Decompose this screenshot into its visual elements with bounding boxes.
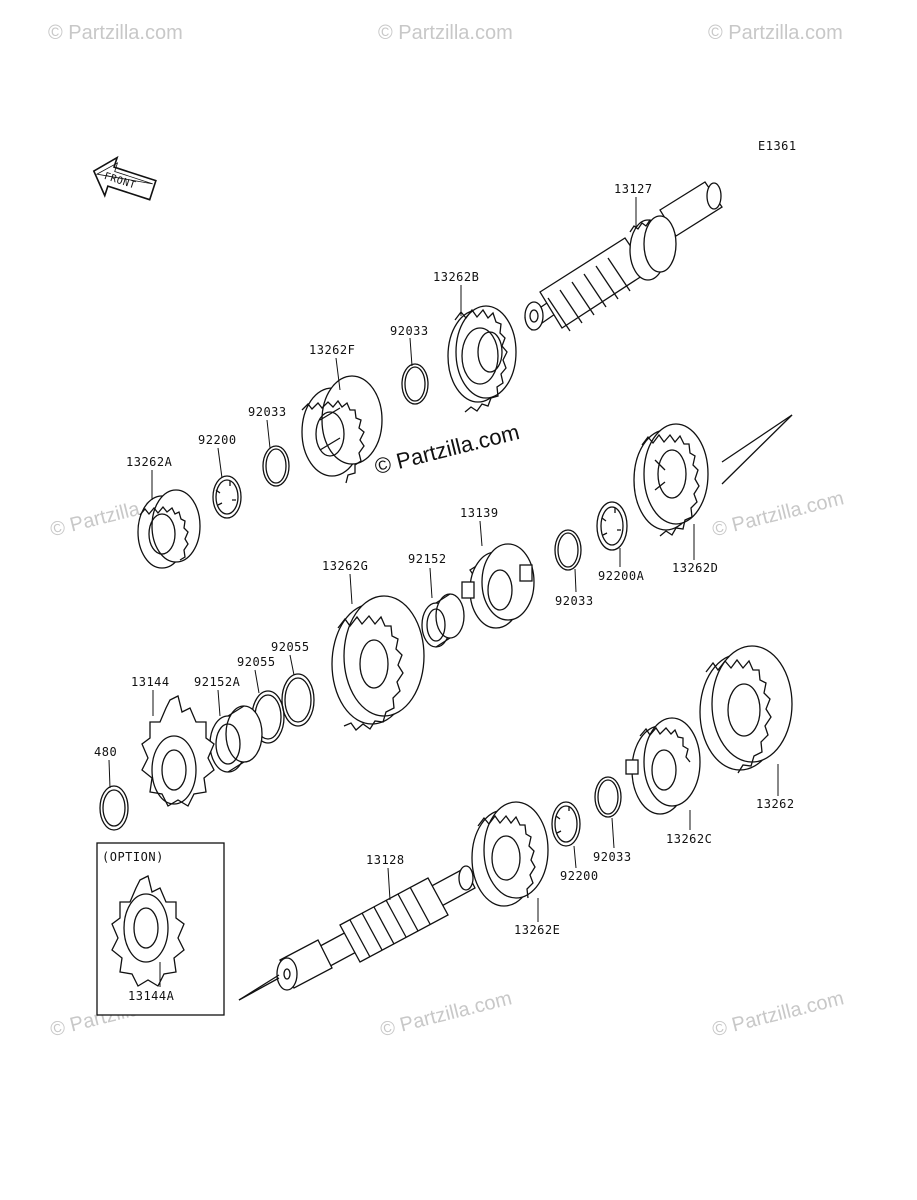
- diagram-code: E1361: [758, 139, 797, 153]
- part-label-92033[interactable]: 92033: [555, 594, 594, 608]
- washer-92200-lower: [551, 801, 581, 847]
- part-label-13262E[interactable]: 13262E: [514, 923, 561, 937]
- front-arrow-icon: [92, 155, 157, 201]
- part-label-13144[interactable]: 13144: [131, 675, 170, 689]
- circlip-92033-lower: [594, 776, 622, 818]
- gear-13262E: [471, 801, 549, 907]
- sprocket-13144A: [111, 875, 185, 987]
- circlip-480: [99, 785, 129, 831]
- watermark: © Partzilla.com: [48, 22, 183, 44]
- o-ring-92055-b: [281, 673, 315, 727]
- part-label-92033[interactable]: 92033: [593, 850, 632, 864]
- washer-92200A: [596, 501, 628, 551]
- circlip-92033-middle: [554, 529, 582, 571]
- part-label-13262[interactable]: 13262: [756, 797, 795, 811]
- part-label-92152[interactable]: 92152: [408, 552, 447, 566]
- gear-13262B: [447, 305, 517, 413]
- part-label-92200[interactable]: 92200: [198, 433, 237, 447]
- part-label-92152A[interactable]: 92152A: [194, 675, 241, 689]
- part-label-92055[interactable]: 92055: [237, 655, 276, 669]
- washer-92200-left: [212, 475, 242, 519]
- part-label-13262G[interactable]: 13262G: [322, 559, 369, 573]
- part-label-13139[interactable]: 13139: [460, 506, 499, 520]
- part-label-13262C[interactable]: 13262C: [666, 832, 713, 846]
- gear-13262G: [331, 595, 425, 731]
- drive-shaft-13128: [276, 865, 476, 991]
- part-label-13262D[interactable]: 13262D: [672, 561, 719, 575]
- part-label-92200[interactable]: 92200: [560, 869, 599, 883]
- counter-shaft-13127: [524, 181, 723, 332]
- gear-13262C: [625, 717, 701, 815]
- part-label-92055[interactable]: 92055: [271, 640, 310, 654]
- gear-13262: [699, 645, 793, 774]
- part-label-13127[interactable]: 13127: [614, 182, 653, 196]
- gear-13262F: [301, 375, 383, 484]
- option-label: (OPTION): [102, 850, 164, 864]
- shifter-gear-13139: [461, 543, 535, 629]
- part-label-13262B[interactable]: 13262B: [433, 270, 480, 284]
- part-label-480[interactable]: 480: [94, 745, 118, 759]
- part-label-92033[interactable]: 92033: [390, 324, 429, 338]
- part-label-13144A[interactable]: 13144A: [128, 989, 175, 1003]
- bushing-92152: [421, 593, 465, 648]
- collar-92152A: [209, 705, 263, 773]
- part-label-92200A[interactable]: 92200A: [598, 569, 645, 583]
- watermark: © Partzilla.com: [708, 22, 843, 44]
- gear-13262A: [137, 489, 201, 569]
- leader-lines: [108, 197, 779, 987]
- gear-13262D: [633, 423, 709, 537]
- part-label-92033[interactable]: 92033: [248, 405, 287, 419]
- circlip-92033-left: [262, 445, 290, 487]
- shaft-axis-line: [721, 414, 793, 463]
- part-label-13128[interactable]: 13128: [366, 853, 405, 867]
- circlip-92033-upper: [401, 363, 429, 405]
- sprocket-13144: [141, 695, 215, 807]
- part-label-13262A[interactable]: 13262A: [126, 455, 173, 469]
- watermark: © Partzilla.com: [378, 22, 513, 44]
- part-label-13262F[interactable]: 13262F: [309, 343, 356, 357]
